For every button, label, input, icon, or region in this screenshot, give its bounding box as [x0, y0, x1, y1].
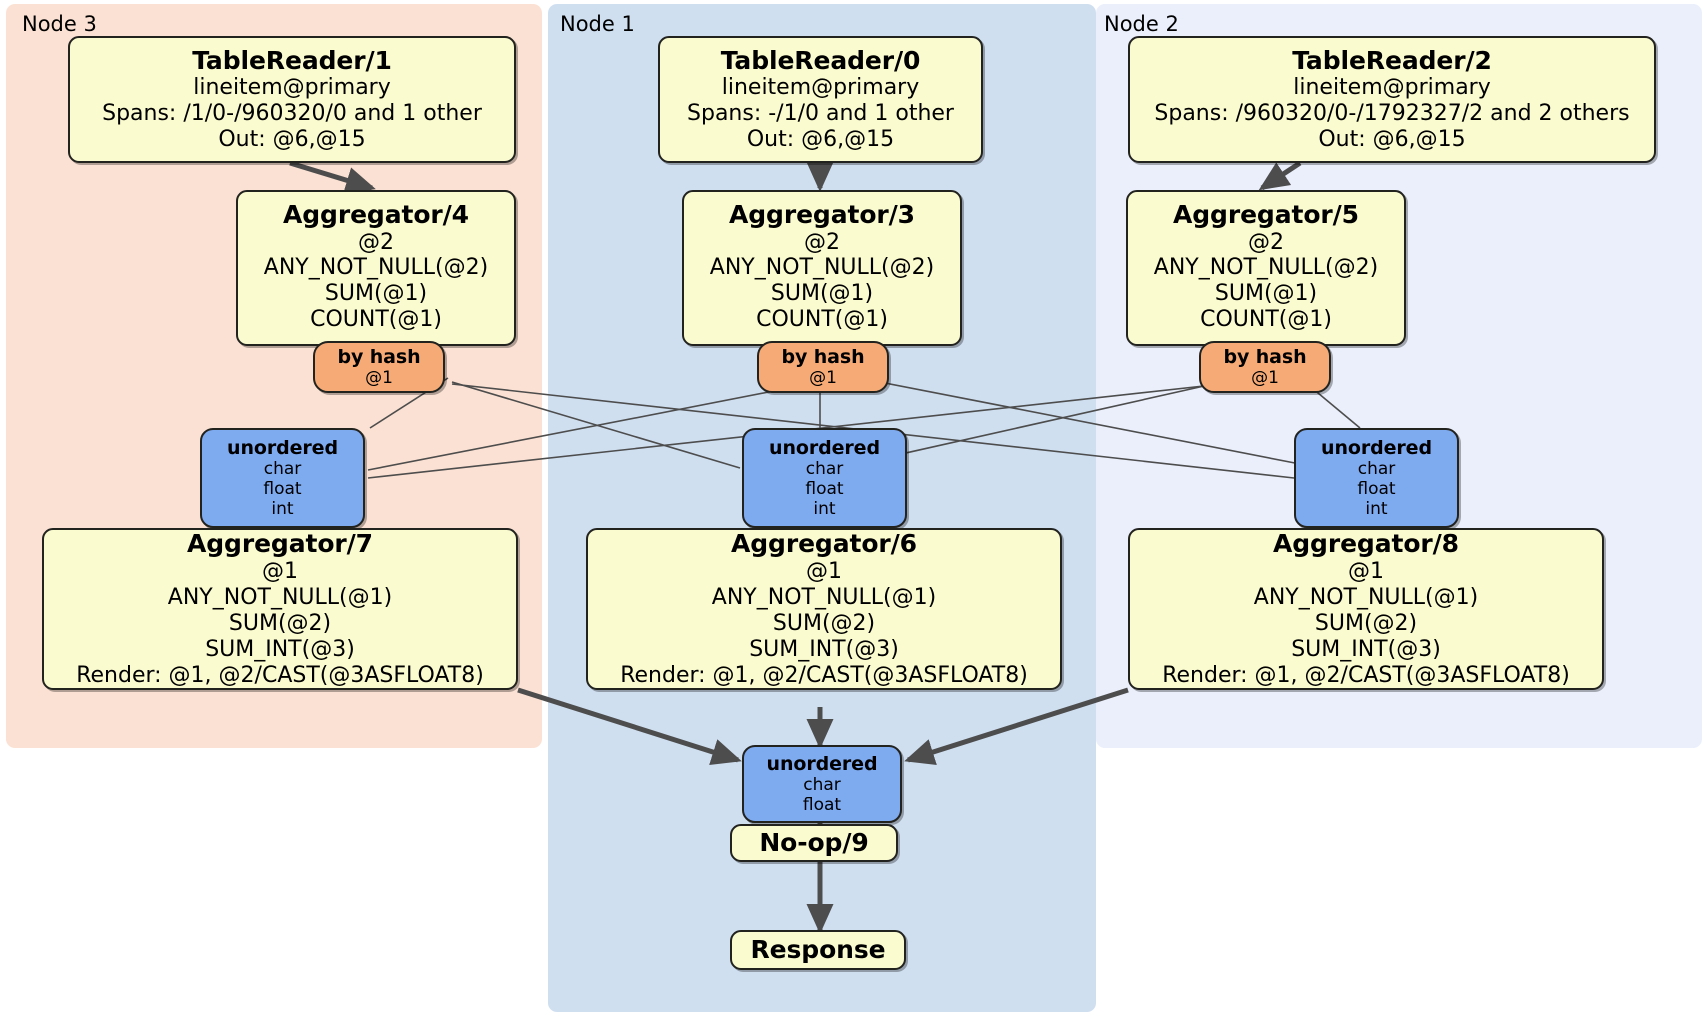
node-detail: Render: @1, @2/CAST(@3ASFLOAT8)	[620, 662, 1028, 688]
node-detail: Out: @6,@15	[1318, 127, 1466, 153]
node-response[interactable]: Response	[730, 930, 906, 970]
node-detail: SUM_INT(@3)	[205, 636, 355, 662]
router-by-hash-left[interactable]: by hash @1	[313, 341, 445, 393]
node-detail: Render: @1, @2/CAST(@3ASFLOAT8)	[1162, 662, 1570, 688]
router-title: unordered	[766, 752, 878, 775]
router-detail: char	[805, 459, 844, 480]
panel-node-3-label: Node 3	[22, 12, 97, 36]
node-detail: ANY_NOT_NULL(@1)	[1253, 584, 1479, 610]
node-detail: SUM(@1)	[324, 281, 428, 307]
router-title: by hash	[1223, 345, 1307, 368]
node-title: Aggregator/3	[729, 200, 915, 229]
node-detail: SUM(@2)	[228, 610, 332, 636]
synchronizer-unordered-left[interactable]: unordered char float int	[200, 428, 365, 528]
node-title: TableReader/2	[1292, 45, 1492, 75]
node-title: TableReader/0	[720, 45, 921, 75]
node-detail: Render: @1, @2/CAST(@3ASFLOAT8)	[76, 662, 484, 688]
node-detail: Spans: /960320/0-/1792327/2 and 2 others	[1154, 101, 1630, 127]
router-by-hash-center[interactable]: by hash @1	[757, 341, 889, 393]
node-detail: COUNT(@1)	[756, 307, 888, 333]
node-detail: SUM(@2)	[772, 610, 876, 636]
router-title: unordered	[769, 436, 880, 459]
node-detail: COUNT(@1)	[310, 307, 442, 333]
node-detail: SUM(@2)	[1314, 610, 1418, 636]
synchronizer-unordered-final[interactable]: unordered char float	[742, 745, 902, 823]
node-tablereader-0[interactable]: TableReader/0 lineitem@primary Spans: -/…	[658, 36, 983, 163]
node-detail: ANY_NOT_NULL(@2)	[1153, 255, 1379, 281]
node-detail: SUM(@1)	[1214, 281, 1318, 307]
node-detail: SUM_INT(@3)	[1291, 636, 1441, 662]
node-title: Aggregator/7	[187, 529, 373, 559]
node-detail: COUNT(@1)	[1200, 307, 1332, 333]
node-no-op-9[interactable]: No-op/9	[730, 824, 898, 862]
node-title: Aggregator/6	[731, 529, 917, 559]
router-detail: int	[1365, 499, 1388, 520]
node-detail: lineitem@primary	[721, 75, 920, 101]
router-detail: char	[263, 459, 302, 480]
node-detail: @2	[804, 229, 840, 255]
node-title: Aggregator/4	[283, 200, 469, 229]
router-detail: float	[805, 479, 844, 500]
panel-node-2-label: Node 2	[1104, 12, 1179, 36]
node-detail: Out: @6,@15	[746, 127, 895, 153]
node-detail: ANY_NOT_NULL(@2)	[709, 255, 935, 281]
node-detail: ANY_NOT_NULL(@1)	[167, 584, 393, 610]
node-aggregator-4[interactable]: Aggregator/4 @2 ANY_NOT_NULL(@2) SUM(@1)…	[236, 190, 516, 346]
router-detail: @1	[809, 368, 837, 389]
router-detail: float	[1357, 479, 1396, 500]
node-title: Aggregator/8	[1273, 529, 1459, 559]
synchronizer-unordered-right[interactable]: unordered char float int	[1294, 428, 1459, 528]
node-title: TableReader/1	[192, 45, 392, 75]
panel-node-1-label: Node 1	[560, 12, 635, 36]
node-aggregator-3[interactable]: Aggregator/3 @2 ANY_NOT_NULL(@2) SUM(@1)…	[682, 190, 962, 346]
router-title: by hash	[337, 345, 421, 368]
router-detail: int	[271, 499, 294, 520]
router-detail: float	[802, 795, 842, 816]
node-detail: SUM_INT(@3)	[749, 636, 899, 662]
router-title: unordered	[1321, 436, 1432, 459]
router-detail: @1	[1251, 368, 1279, 389]
node-detail: lineitem@primary	[193, 75, 391, 101]
node-detail: ANY_NOT_NULL(@1)	[711, 584, 937, 610]
node-detail: Spans: /1/0-/960320/0 and 1 other	[102, 101, 482, 127]
node-title: No-op/9	[759, 828, 869, 858]
node-title: Aggregator/5	[1173, 200, 1359, 229]
router-title: by hash	[781, 345, 865, 368]
node-title: Response	[750, 935, 886, 965]
node-aggregator-8[interactable]: Aggregator/8 @1 ANY_NOT_NULL(@1) SUM(@2)…	[1128, 528, 1604, 690]
node-tablereader-2[interactable]: TableReader/2 lineitem@primary Spans: /9…	[1128, 36, 1656, 163]
node-detail: @1	[1348, 558, 1384, 584]
router-detail: char	[803, 775, 841, 796]
node-detail: SUM(@1)	[770, 281, 874, 307]
router-by-hash-right[interactable]: by hash @1	[1199, 341, 1331, 393]
node-aggregator-7[interactable]: Aggregator/7 @1 ANY_NOT_NULL(@1) SUM(@2)…	[42, 528, 518, 690]
router-title: unordered	[227, 436, 338, 459]
router-detail: @1	[365, 368, 393, 389]
router-detail: int	[813, 499, 836, 520]
node-detail: @1	[262, 558, 298, 584]
node-detail: lineitem@primary	[1293, 75, 1491, 101]
router-detail: float	[263, 479, 302, 500]
node-detail: @2	[358, 229, 394, 255]
node-tablereader-1[interactable]: TableReader/1 lineitem@primary Spans: /1…	[68, 36, 516, 163]
synchronizer-unordered-center[interactable]: unordered char float int	[742, 428, 907, 528]
router-detail: char	[1357, 459, 1396, 480]
node-detail: @1	[806, 558, 842, 584]
node-aggregator-5[interactable]: Aggregator/5 @2 ANY_NOT_NULL(@2) SUM(@1)…	[1126, 190, 1406, 346]
node-aggregator-6[interactable]: Aggregator/6 @1 ANY_NOT_NULL(@1) SUM(@2)…	[586, 528, 1062, 690]
node-detail: Spans: -/1/0 and 1 other	[687, 101, 954, 127]
node-detail: @2	[1248, 229, 1284, 255]
node-detail: Out: @6,@15	[218, 127, 366, 153]
node-detail: ANY_NOT_NULL(@2)	[263, 255, 489, 281]
